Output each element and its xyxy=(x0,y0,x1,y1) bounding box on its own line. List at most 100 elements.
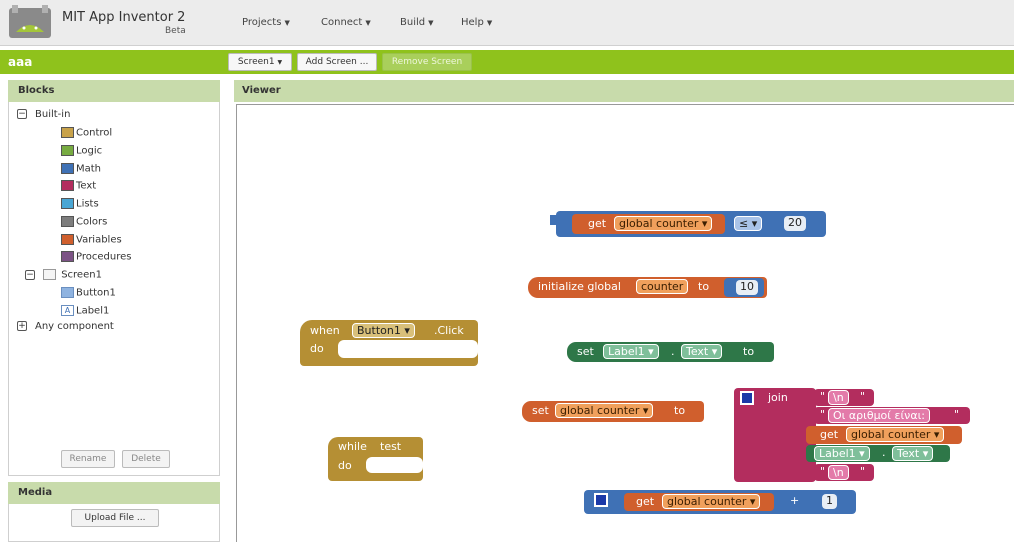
media-panel: Upload File ... xyxy=(8,504,220,542)
tree-screen1[interactable]: − Screen1 xyxy=(25,269,102,281)
get-variable-block[interactable]: get global counter ▾ xyxy=(624,493,774,511)
do-label: do xyxy=(338,459,352,472)
component-dropdown[interactable]: Label1 ▾ xyxy=(814,446,870,461)
tree-any-component-label: Any component xyxy=(35,321,114,332)
menu-build[interactable]: Build▼ xyxy=(400,17,434,28)
variable-name-field[interactable]: counter xyxy=(636,279,689,294)
set-label: set xyxy=(577,345,594,358)
tree-item-logic[interactable]: Logic xyxy=(61,145,102,157)
text-string-block[interactable]: " Οι αριθμοί είναι: " xyxy=(814,407,970,424)
add-screen-button[interactable]: Add Screen ... xyxy=(297,53,377,71)
tree-builtin[interactable]: −Built-in xyxy=(17,109,70,120)
quote-close: " xyxy=(860,465,866,478)
component-name: Label1 xyxy=(608,345,645,358)
variable-name: global counter xyxy=(619,217,699,230)
operator-label: ≤ xyxy=(739,217,749,230)
text-field[interactable]: \n xyxy=(828,390,849,405)
tree-item-colors[interactable]: Colors xyxy=(61,216,107,228)
get-variable-block[interactable]: get global counter ▾ xyxy=(572,214,725,234)
screen-icon xyxy=(43,269,56,280)
screen-select-label: Screen1 xyxy=(237,57,275,67)
tree-item-math[interactable]: Math xyxy=(61,163,101,175)
mutator-gear-icon[interactable] xyxy=(594,493,608,507)
property-dropdown[interactable]: Text ▾ xyxy=(681,344,723,359)
tree-item-lists[interactable]: Lists xyxy=(61,198,99,210)
property-dropdown[interactable]: Text ▾ xyxy=(892,446,934,461)
component-property-getter-block[interactable]: Label1 ▾ . Text ▾ xyxy=(806,445,950,462)
tree-item-button1[interactable]: Button1 xyxy=(61,287,116,299)
variable-dropdown[interactable]: global counter ▾ xyxy=(662,494,761,509)
set-global-variable-block[interactable]: set global counter ▾ to xyxy=(522,401,704,422)
text-field[interactable]: Οι αριθμοί είναι: xyxy=(828,408,931,423)
tree-item-label: Lists xyxy=(76,198,99,210)
component-dropdown[interactable]: Label1 ▾ xyxy=(603,344,659,359)
expand-icon[interactable]: + xyxy=(17,321,27,331)
tree-item-label: Button1 xyxy=(76,287,116,299)
component-name: Label1 xyxy=(819,447,856,460)
operator-dropdown[interactable]: ≤ ▾ xyxy=(734,216,763,231)
variable-name: global counter xyxy=(560,404,640,417)
tree-item-label: Label1 xyxy=(76,305,110,317)
tree-item-label: Variables xyxy=(76,234,122,246)
collapse-icon[interactable]: − xyxy=(25,269,35,280)
media-panel-header: Media xyxy=(8,482,220,504)
number-block[interactable]: 10 xyxy=(724,278,764,297)
tree-item-label: Colors xyxy=(76,216,108,228)
component-name: Button1 xyxy=(357,324,401,337)
initialize-global-block[interactable]: initialize global counter to 10 xyxy=(528,277,767,298)
delete-button[interactable]: Delete xyxy=(122,450,170,468)
do-statement-socket[interactable] xyxy=(338,340,478,358)
tree-item-text[interactable]: Text xyxy=(61,180,96,192)
variable-dropdown[interactable]: global counter ▾ xyxy=(555,403,654,418)
get-variable-block[interactable]: get global counter ▾ xyxy=(806,426,962,444)
remove-screen-button[interactable]: Remove Screen xyxy=(382,53,472,71)
text-string-block[interactable]: " \n " xyxy=(814,389,874,406)
number-field[interactable]: 20 xyxy=(784,216,806,231)
mutator-gear-icon[interactable] xyxy=(740,391,754,405)
tree-any-component[interactable]: + Any component xyxy=(17,321,114,332)
when-click-event-block[interactable]: when Button1 ▾ .Click do xyxy=(300,320,478,366)
menu-projects[interactable]: Projects▼ xyxy=(242,17,290,28)
collapse-icon[interactable]: − xyxy=(17,109,27,119)
menu-help[interactable]: Help▼ xyxy=(461,17,492,28)
tree-item-label: Text xyxy=(76,180,97,192)
test-label: test xyxy=(380,440,402,453)
set-label-text-block[interactable]: set Label1 ▾ . Text ▾ to xyxy=(567,342,774,362)
while-label: while xyxy=(338,440,367,453)
get-label: get xyxy=(820,428,839,441)
colors-swatch-icon xyxy=(61,216,74,227)
rename-button[interactable]: Rename xyxy=(61,450,115,468)
to-label: to xyxy=(674,404,686,417)
tree-item-procedures[interactable]: Procedures xyxy=(61,251,131,263)
procedures-swatch-icon xyxy=(61,251,74,262)
chevron-down-icon: ▼ xyxy=(284,19,290,27)
get-label: get xyxy=(636,495,655,508)
quote-open: " xyxy=(820,390,826,403)
get-label: get xyxy=(588,217,607,230)
screen-select-button[interactable]: Screen1 ▼ xyxy=(228,53,292,71)
component-dropdown[interactable]: Button1 ▾ xyxy=(352,323,415,338)
initialize-global-label: initialize global xyxy=(538,280,621,293)
number-field[interactable]: 10 xyxy=(736,280,758,295)
variable-dropdown[interactable]: global counter ▾ xyxy=(614,216,713,231)
menu-connect[interactable]: Connect▼ xyxy=(321,17,371,28)
while-loop-block[interactable]: while test do xyxy=(328,437,423,481)
quote-open: " xyxy=(820,408,826,421)
compare-block[interactable]: get global counter ▾ ≤ ▾ 20 xyxy=(550,211,826,237)
text-string-block[interactable]: " \n " xyxy=(814,464,874,481)
text-swatch-icon xyxy=(61,180,74,191)
tree-item-variables[interactable]: Variables xyxy=(61,234,122,246)
upload-file-button[interactable]: Upload File ... xyxy=(71,509,159,527)
text-field[interactable]: \n xyxy=(828,465,849,480)
do-statement-socket[interactable] xyxy=(366,457,423,473)
app-inventor-logo[interactable] xyxy=(8,4,52,40)
tree-item-control[interactable]: Control xyxy=(61,127,112,139)
variable-dropdown[interactable]: global counter ▾ xyxy=(846,427,945,442)
set-label: set xyxy=(532,404,549,417)
control-swatch-icon xyxy=(61,127,74,138)
number-field[interactable]: 1 xyxy=(822,494,837,509)
addition-block[interactable]: get global counter ▾ + 1 xyxy=(584,490,856,514)
join-label: join xyxy=(768,391,788,404)
join-text-block[interactable]: join xyxy=(734,388,816,482)
